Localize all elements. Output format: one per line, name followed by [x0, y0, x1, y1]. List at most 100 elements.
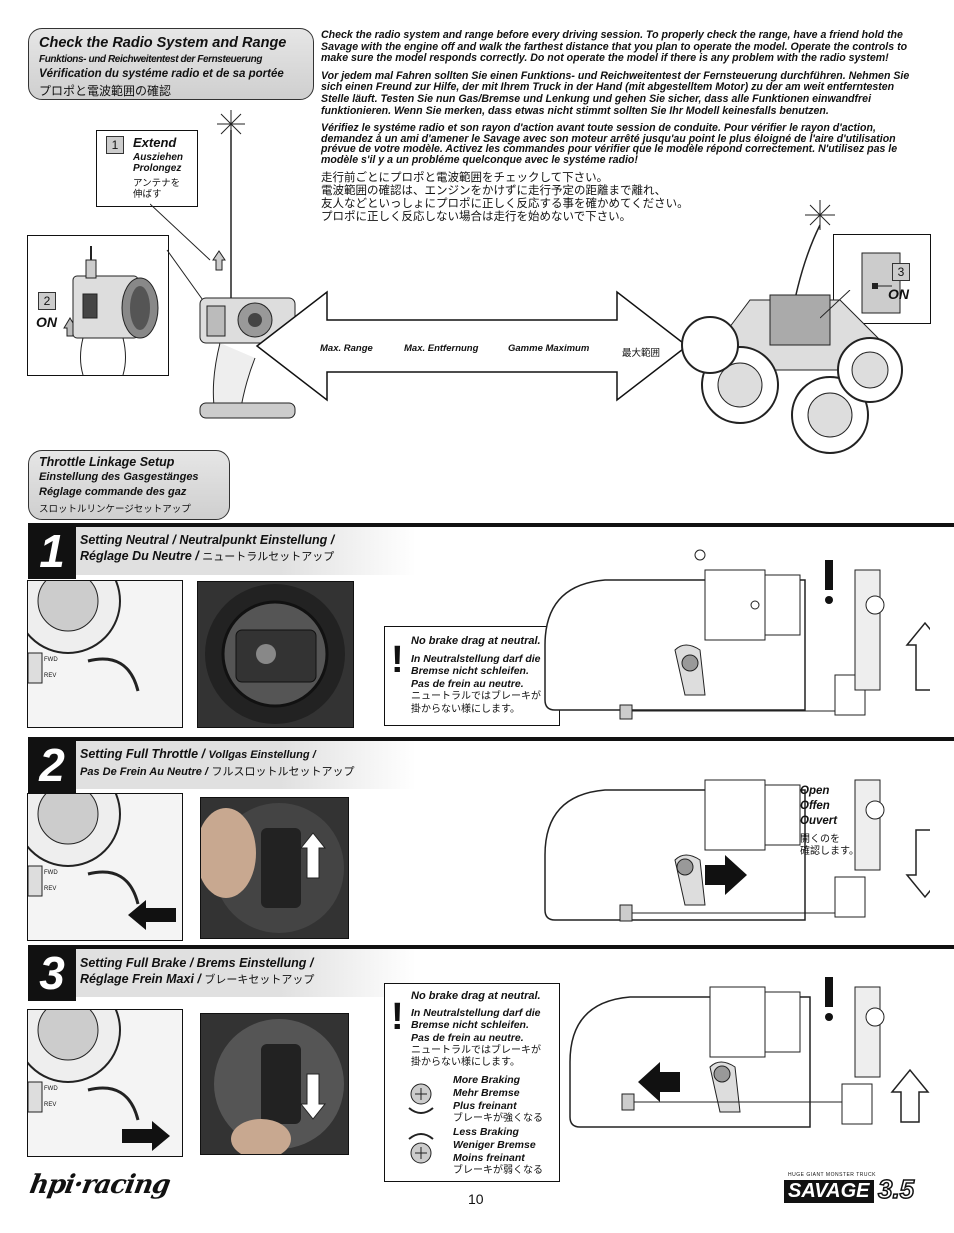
right-arrow-icon — [122, 1121, 170, 1151]
down-arrow-icon — [299, 1073, 327, 1120]
step-1-number: 1 — [39, 525, 65, 577]
step-3-number-block: 3 — [28, 945, 76, 1001]
up-arrow-icon — [905, 621, 930, 691]
transmitter-side-illustration — [63, 246, 159, 375]
savage-logo-tagline: HUGE GIANT MONSTER TRUCK — [788, 1172, 876, 1178]
left-arrow-icon — [638, 1062, 680, 1102]
extend-label-jp2: 伸ばす — [133, 189, 162, 200]
warn-1-title: No brake drag at neutral. — [411, 635, 541, 647]
max-range-en: Max. Range — [320, 343, 373, 354]
warn-3-jp2: 掛からない様にします。 — [411, 1057, 520, 1068]
step-1-title-line2: Réglage Du Neutre / — [80, 549, 199, 563]
step-2-title-jp: フルスロットルセットアップ — [211, 766, 355, 778]
exclamation-icon — [825, 560, 833, 590]
up-arrow-icon — [299, 832, 327, 879]
savage-logo: HUGE GIANT MONSTER TRUCK SAVAGE 3.5 — [784, 1172, 924, 1206]
radio-tag-de: Funktions- und Reichweitentest der Ferns… — [39, 54, 263, 65]
screw-loosen-icon — [408, 1133, 434, 1164]
up-arrow-icon — [212, 250, 226, 271]
max-range-jp: 最大範囲 — [622, 348, 661, 359]
step-2-fwd-label: FWD — [44, 870, 58, 876]
step-3-divider — [28, 945, 954, 949]
step-2-number-box: 2 — [38, 292, 56, 310]
warn-3-de1: In Neutralstellung darf die — [411, 1007, 541, 1019]
step-3-servo-photo — [200, 1013, 349, 1155]
no-brake-drag-callout-3: ! No brake drag at neutral. In Neutralst… — [384, 983, 560, 1182]
step-3-title-line2: Réglage Frein Maxi / — [80, 972, 201, 986]
radio-section-tag: Check the Radio System and Range Funktio… — [28, 28, 314, 100]
radio-para-jp2: 電波範囲の確認は、エンジンをかけずに走行予定の距離まで離れ、 — [321, 184, 667, 197]
warn-3-fr: Pas de frein au neutre. — [411, 1032, 524, 1044]
step-2-linkage-diagram — [544, 779, 930, 922]
right-arrow-icon — [705, 855, 747, 895]
warn-1-de1: In Neutralstellung darf die — [411, 653, 541, 665]
radio-para-jp3: 友人などといっしょにプロポに正しく反応する事を確かめてください。 — [321, 197, 689, 210]
warn-1-de2: Bremse nicht schleifen. — [411, 665, 529, 677]
step-1-title-line1: Setting Neutral / Neutralpunkt Einstellu… — [80, 533, 335, 547]
switch-leader-line — [820, 290, 851, 319]
step-3-on-label: ON — [888, 286, 909, 302]
max-range-fr: Gamme Maximum — [508, 343, 590, 354]
step-1-title-band — [76, 527, 416, 575]
less-braking-fr: Moins freinant — [453, 1152, 525, 1164]
monster-truck-illustration — [681, 200, 903, 454]
servo-closeup-illustration — [214, 1019, 344, 1154]
step-1-fwd-label: FWD — [44, 657, 58, 663]
throttle-tag-fr: Réglage commande des gaz — [39, 486, 187, 498]
less-braking-de: Weniger Bremse — [453, 1139, 536, 1151]
antenna-flash-icon — [805, 200, 835, 230]
step-3-transmitter-photo: FWD REV — [27, 1009, 183, 1157]
exclamation-icon — [825, 977, 833, 1007]
step-2-servo-photo — [200, 797, 349, 939]
radio-tag-title: Check the Radio System and Range — [39, 35, 287, 51]
transmitter-wheel-illustration — [28, 581, 140, 692]
step-1-number-box: 1 — [106, 136, 124, 154]
radio-instructions: Check the radio system and range before … — [321, 29, 921, 224]
step-2-number: 2 — [39, 739, 65, 791]
step-2-divider — [28, 737, 954, 741]
max-range-de: Max. Entfernung — [404, 343, 479, 354]
warning-icon: ! — [391, 996, 404, 1038]
left-arrow-icon — [128, 900, 176, 930]
transmitter-side-view: 2 ON — [27, 235, 169, 376]
step-1-number-block: 1 — [28, 523, 76, 579]
step-1-linkage-diagram — [544, 549, 930, 720]
radio-tag-fr: Vérification du systéme radio et de sa p… — [39, 68, 284, 80]
open-label-en: Open — [800, 785, 830, 797]
warning-icon: ! — [391, 639, 404, 681]
step-2-title: Setting Full Throttle / Vollgas Einstell… — [80, 746, 354, 780]
open-label-de: Offen — [800, 800, 830, 812]
open-label-jp1: 開くのを — [800, 834, 840, 845]
step-1-divider — [28, 523, 954, 527]
radio-para-jp1: 走行前ごとにプロポと電波範囲をチェックして下さい。 — [321, 171, 609, 184]
extend-label-jp1: アンテナを — [133, 178, 181, 189]
step-1-title-jp: ニュートラルセットアップ — [202, 551, 335, 563]
radio-para-de: Vor jedem mal Fahren sollten Sie einen F… — [321, 69, 910, 117]
step-2-title-line2: Pas De Frein Au Neutre / — [80, 766, 208, 778]
servo-closeup-illustration — [201, 803, 344, 933]
radio-tag-jp: プロポと電波範囲の確認 — [39, 84, 172, 98]
step-1-title: Setting Neutral / Neutralpunkt Einstellu… — [80, 532, 334, 565]
step-2-transmitter-photo: FWD REV — [27, 793, 183, 941]
more-braking-jp: ブレーキが強くなる — [453, 1113, 543, 1124]
extend-antenna-callout: 1 Extend Ausziehen Prolongez アンテナを 伸ばす — [96, 130, 198, 207]
transmitter-wheel-illustration — [28, 1010, 170, 1151]
step-2-on-label: ON — [36, 314, 57, 330]
servo-closeup-illustration — [205, 584, 345, 724]
savage-logo-text: SAVAGE — [784, 1180, 874, 1203]
step-3-title: Setting Full Brake / Brems Einstellung /… — [80, 955, 314, 988]
warn-1-fr: Pas de frein au neutre. — [411, 678, 524, 690]
less-braking-jp: ブレーキが弱くなる — [453, 1165, 543, 1176]
step-2-number-block: 2 — [28, 737, 76, 793]
savage-logo-number: 3.5 — [877, 1173, 915, 1205]
up-arrow-icon — [890, 1068, 930, 1123]
step-2-title-band — [76, 741, 416, 789]
open-label-jp2: 確認します。 — [800, 846, 859, 857]
step-3-linkage-diagram — [569, 977, 930, 1128]
step-3-fwd-label: FWD — [44, 1086, 58, 1092]
radio-para-en: Check the radio system and range before … — [321, 29, 908, 65]
extend-label: Extend — [133, 135, 177, 150]
warn-1-jp2: 掛からない様にします。 — [411, 704, 520, 715]
step-3-rev-label: REV — [44, 1102, 57, 1108]
hpi-racing-logo: hpi·racing — [27, 1170, 173, 1200]
